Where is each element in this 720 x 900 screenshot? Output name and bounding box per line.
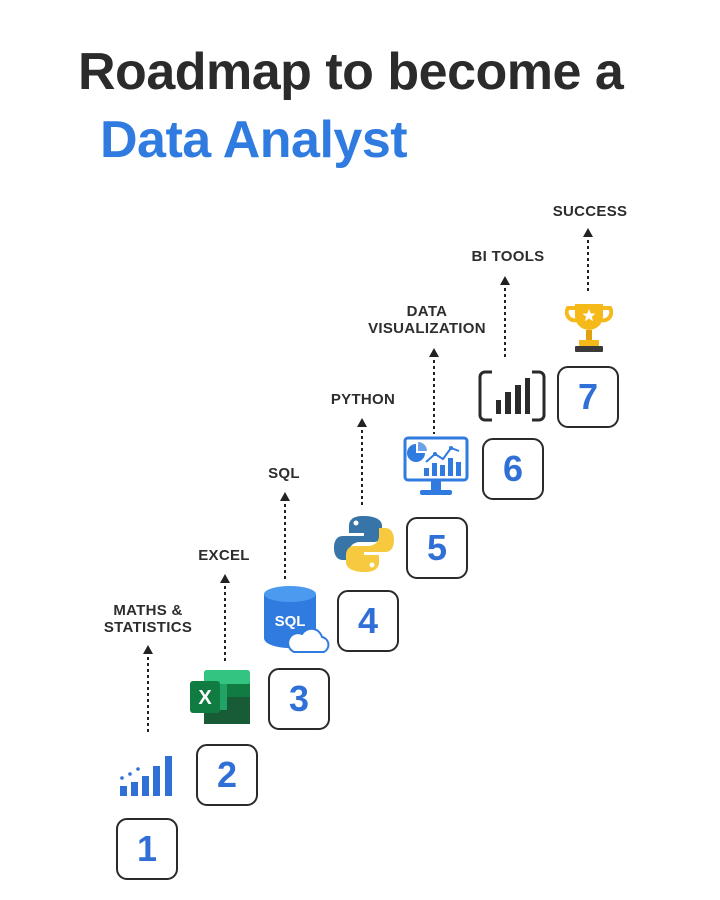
step-number: 2 [216,754,238,795]
arrow-to-bi-tools [498,276,512,360]
step-number: 5 [426,527,448,568]
sql-database-icon: SQL [264,586,330,653]
label-text: DATA VISUALIZATION [368,303,486,337]
bar-chart-icon [120,756,172,796]
step-box-7: 7 [557,366,619,428]
sql-text: SQL [275,613,306,630]
step-box-5: 5 [406,517,468,579]
label-excel: EXCEL [198,547,250,564]
step-number: 6 [502,448,524,489]
title-line-1: Roadmap to become a [78,43,624,101]
step-number: 1 [136,828,158,869]
label-sql: SQL [268,465,300,482]
step-box-2: 2 [196,744,258,806]
label-bi-tools: BI TOOLS [471,248,545,265]
title-line-2: Data Analyst [100,111,408,169]
step-box-3: 3 [268,668,330,730]
step-number: 4 [357,600,379,641]
label-data-visualization: DATA VISUALIZATION [356,303,498,337]
excel-letter: X [198,687,212,709]
label-text: MATHS & STATISTICS [103,602,193,636]
label-python: PYTHON [330,391,396,408]
excel-icon: X [190,670,250,724]
step-box-4: 4 [337,590,399,652]
arrow-to-dataviz [427,348,441,434]
label-success: SUCCESS [552,203,628,220]
python-icon [334,516,394,572]
step-number: 3 [288,678,310,719]
arrow-to-python [355,418,369,508]
step-box-1: 1 [116,818,178,880]
arrow-to-sql [278,492,292,582]
step-box-6: 6 [482,438,544,500]
bi-tools-chart-icon [478,370,546,422]
trophy-icon [565,304,613,352]
data-visualization-monitor-icon [403,436,469,495]
arrow-to-success [581,228,595,292]
arrow-to-maths [141,645,155,733]
arrow-to-excel [218,574,232,664]
step-number: 7 [577,376,599,417]
label-maths-statistics: MATHS & STATISTICS [92,602,204,636]
